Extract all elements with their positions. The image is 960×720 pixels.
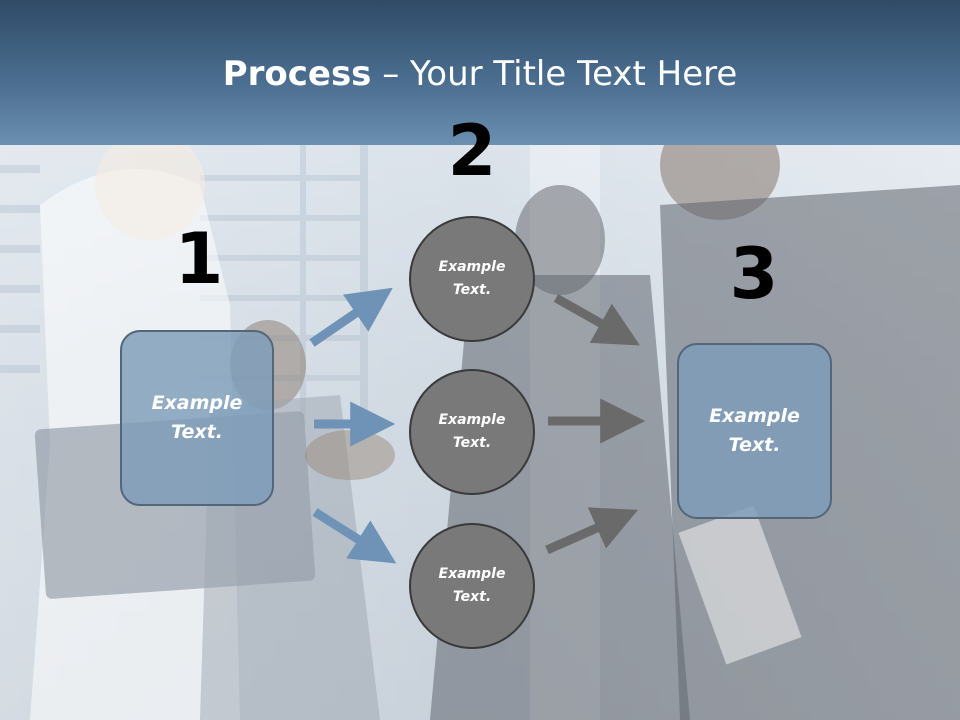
circle-top-text: Example Text. bbox=[438, 259, 506, 298]
left-box-text: Example Text. bbox=[151, 392, 243, 443]
left-text-box[interactable]: Example Text. bbox=[120, 330, 274, 506]
circle-bottom[interactable]: Example Text. bbox=[409, 523, 535, 649]
title-bold: Process bbox=[222, 54, 372, 94]
arrow-1-to-bottom bbox=[312, 508, 397, 564]
step-number-1[interactable]: 1 bbox=[174, 218, 224, 300]
title-rest: – Your Title Text Here bbox=[371, 54, 738, 94]
arrow-bottom-to-3 bbox=[545, 507, 639, 555]
right-box-text: Example Text. bbox=[709, 405, 800, 456]
title-bar: Process – Your Title Text Here bbox=[0, 0, 960, 145]
circle-middle-text: Example Text. bbox=[438, 412, 506, 451]
circle-middle[interactable]: Example Text. bbox=[409, 369, 535, 495]
step-number-2[interactable]: 2 bbox=[447, 110, 497, 192]
arrow-top-to-3 bbox=[553, 294, 640, 346]
right-text-box[interactable]: Example Text. bbox=[677, 343, 832, 519]
step-number-3[interactable]: 3 bbox=[729, 233, 779, 315]
slide-title[interactable]: Process – Your Title Text Here bbox=[0, 52, 960, 96]
circle-top[interactable]: Example Text. bbox=[409, 216, 535, 342]
circle-bottom-text: Example Text. bbox=[438, 566, 506, 605]
arrow-1-to-top bbox=[309, 287, 393, 347]
